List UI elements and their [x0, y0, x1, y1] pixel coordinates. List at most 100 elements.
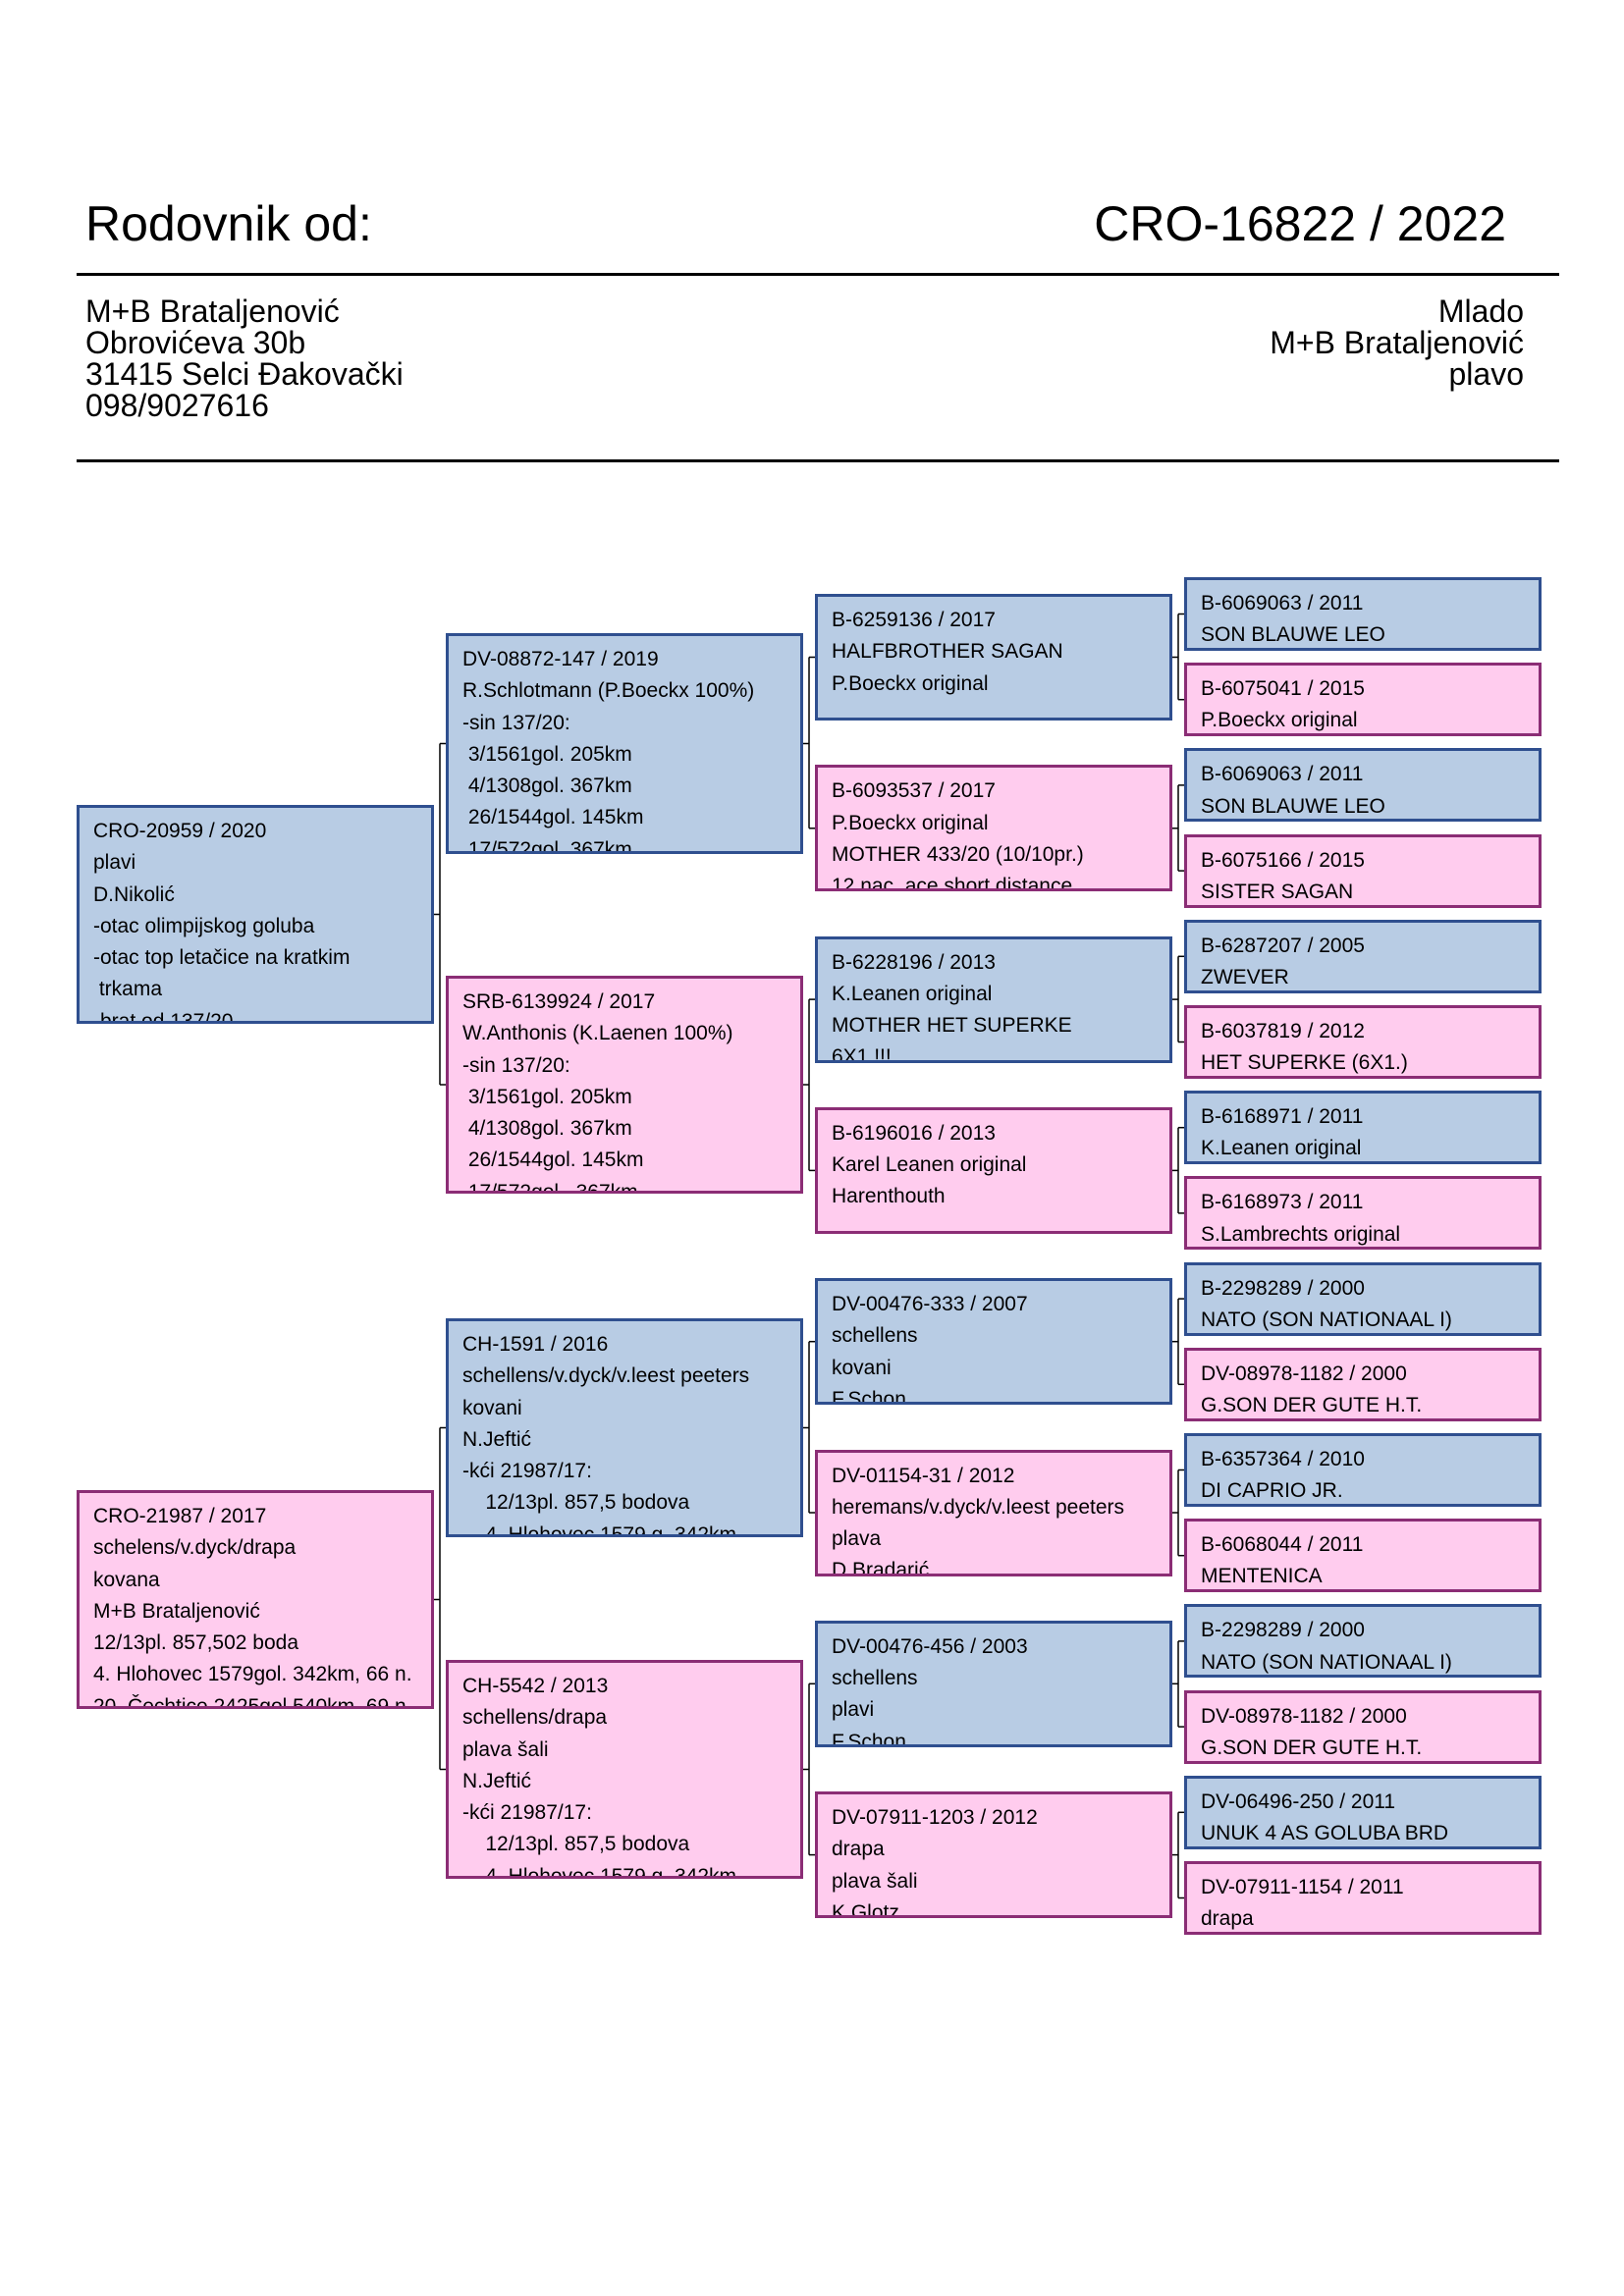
pedigree-line: Harenthouth: [832, 1185, 946, 1208]
pedigree-line: 4/1308gol. 367km: [462, 774, 632, 798]
ring-number-text: B-6259136 / 2017: [832, 609, 996, 631]
pedigree-line: -kći 21987/17:: [462, 1801, 592, 1825]
pedigree-line: N.Jeftić: [462, 1427, 532, 1451]
ring-number-text: B-6357364 / 2010: [1201, 1448, 1365, 1470]
pedigree-line: D.Nikolić: [93, 882, 175, 906]
bird-info-line: Mlado: [1437, 294, 1524, 329]
ring-number-text: B-6168971 / 2011: [1201, 1105, 1364, 1129]
pedigree-line: P.Boeckx original: [832, 811, 989, 834]
pedigree-line: 17/572gol. 367km: [462, 837, 632, 854]
pedigree-line: plava: [832, 1527, 882, 1551]
pedigree-line: F.Schon: [832, 1730, 906, 1747]
ring-number-text: B-6069063 / 2011: [1201, 763, 1364, 786]
pedigree-line: schellens/drapa: [462, 1706, 608, 1730]
owner-line: Obrovićeva 30b: [85, 325, 306, 360]
pedigree-line: HET SUPERKE (6X1.): [1201, 1051, 1408, 1075]
pedigree-line: kovani: [462, 1396, 522, 1419]
header-divider: [77, 273, 1559, 276]
pedigree-line: schelens/v.dyck/drapa: [93, 1536, 297, 1560]
ring-number-text: B-6069063 / 2011: [1201, 592, 1364, 614]
pedigree-line: -otac top letačice na kratkim: [93, 946, 351, 970]
bird-info-line: plavo: [1448, 356, 1525, 392]
pedigree-line: N.Jeftić: [462, 1769, 532, 1792]
pedigree-line: G.SON DER GUTE H.T.: [1201, 1735, 1423, 1759]
ring-number-text: B-6093537 / 2017: [832, 779, 996, 803]
ring-number-text: B-6075166 / 2015: [1201, 848, 1365, 872]
owner-line: M+B Brataljenović: [85, 294, 340, 329]
ring-number-text: B-6037819 / 2012: [1201, 1020, 1365, 1042]
pedigree-line: 4. Hlohovec 1579 g. 342km: [462, 1864, 736, 1879]
ring-number-text: B-6075041 / 2015: [1201, 677, 1365, 701]
owner-address: M+B Brataljenović Obrovićeva 30b 31415 S…: [85, 295, 404, 421]
ring-number: CRO-16822 / 2022: [1094, 196, 1506, 251]
ring-number-text: DV-00476-456 / 2003: [832, 1634, 1028, 1658]
ring-number-text: B-2298289 / 2000: [1201, 1276, 1365, 1300]
pedigree-line: UNUK 4 AS GOLUBA BRD: [1201, 1822, 1449, 1845]
pedigree-line: 12/13pl. 857,502 boda: [93, 1631, 299, 1655]
bird-info-line: M+B Brataljenović: [1270, 325, 1524, 360]
pedigree-line: heremans/v.dyck/v.leest peeters: [832, 1495, 1125, 1519]
pedigree-line: 4. Hlohovec 1579gol. 342km, 66 n.: [93, 1663, 412, 1686]
ring-number-text: CH-5542 / 2013: [462, 1675, 609, 1697]
pedigree-line: NATO (SON NATIONAAL I): [1201, 1650, 1452, 1674]
pedigree-line: D.Bradarić: [832, 1559, 930, 1576]
ring-number-text: B-6168973 / 2011: [1201, 1191, 1364, 1214]
pedigree-line: MOTHER HET SUPERKE: [832, 1014, 1072, 1038]
pedigree-line: 20. Čechtice 2425gol 540km, 69 n.: [93, 1694, 412, 1709]
ring-number-text: DV-08872-147 / 2019: [462, 648, 659, 670]
pedigree-line: K.Leanen original: [1201, 1137, 1362, 1160]
pedigree-line: plava šali: [832, 1869, 918, 1893]
pedigree-line: kovana: [93, 1568, 160, 1591]
ring-number-text: DV-08978-1182 / 2000: [1201, 1704, 1407, 1728]
pedigree-line: -sin 137/20:: [462, 711, 570, 734]
ring-number-text: DV-08978-1182 / 2000: [1201, 1362, 1407, 1385]
pedigree-line: R.Schlotmann (P.Boeckx 100%): [462, 679, 755, 703]
pedigree-line: 6X1.!!!: [832, 1045, 892, 1063]
pedigree-line: 12/13pl. 857,5 bodova: [462, 1833, 690, 1856]
ring-number-text: DV-06496-250 / 2011: [1201, 1789, 1396, 1813]
ring-number-text: B-6068044 / 2011: [1201, 1533, 1364, 1557]
pedigree-line: SON BLAUWE LEO: [1201, 623, 1385, 647]
pedigree-line: kovani: [832, 1356, 892, 1379]
pedigree-line: P.Boeckx original: [832, 671, 989, 695]
header-bottom-divider: [77, 459, 1559, 462]
pedigree-line: 3/1561gol. 205km: [462, 1085, 632, 1108]
pedigree-line: M+B Brataljenović: [93, 1599, 260, 1623]
pedigree-line: MENTENICA: [1201, 1565, 1323, 1588]
pedigree-line: drapa: [1201, 1907, 1254, 1931]
pedigree-line: -otac olimpijskog goluba: [93, 914, 315, 937]
pedigree-line: G.SON DER GUTE H.T.: [1201, 1394, 1423, 1417]
pedigree-line: plavi: [832, 1698, 875, 1722]
pedigree-line: -brat od 137/20: [93, 1009, 234, 1024]
pedigree-line: 4/1308gol. 367km: [462, 1117, 632, 1141]
pedigree-line: NATO (SON NATIONAAL I): [1201, 1308, 1452, 1331]
pedigree-line: Karel Leanen original: [832, 1153, 1027, 1177]
pedigree-line: F.Schon: [832, 1388, 906, 1406]
pedigree-line: K.Glotz: [832, 1900, 899, 1919]
owner-line: 098/9027616: [85, 388, 269, 423]
ring-number-text: B-6196016 / 2013: [832, 1121, 996, 1145]
pedigree-line: trkama: [93, 978, 163, 1001]
owner-line: 31415 Selci Đakovački: [85, 356, 404, 392]
pedigree-line: SON BLAUWE LEO: [1201, 794, 1385, 818]
